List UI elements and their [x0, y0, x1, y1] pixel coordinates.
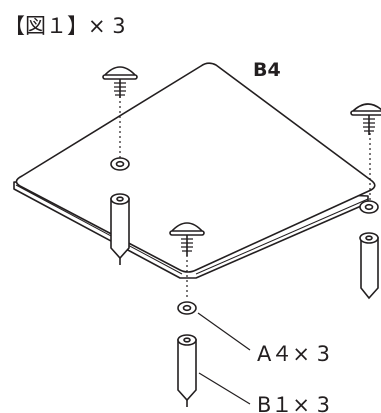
alignment-lines	[119, 96, 371, 300]
screw-center	[169, 222, 205, 256]
leader-lines	[197, 312, 251, 405]
screw-left	[102, 66, 138, 98]
leg-left	[110, 193, 130, 265]
leg-right	[359, 232, 379, 300]
washer-right	[359, 200, 379, 214]
board-panel	[13, 62, 376, 279]
washer-center	[177, 301, 197, 315]
leg-leader	[198, 372, 251, 405]
leg-callout: B１× 3	[257, 393, 330, 413]
legs	[110, 193, 379, 407]
figure-caption: 【図１】× 3	[4, 14, 126, 38]
washer-callout: A４× 3	[257, 342, 330, 366]
washers	[110, 157, 379, 315]
board-inner-edge-right	[195, 198, 369, 275]
leg-center	[177, 334, 197, 407]
board-label: B4	[253, 59, 281, 81]
washer-leader	[197, 312, 251, 351]
screw-right	[350, 103, 381, 135]
board-inner-edge	[15, 184, 183, 275]
board-top-face	[15, 62, 376, 273]
washer-left	[110, 157, 130, 171]
